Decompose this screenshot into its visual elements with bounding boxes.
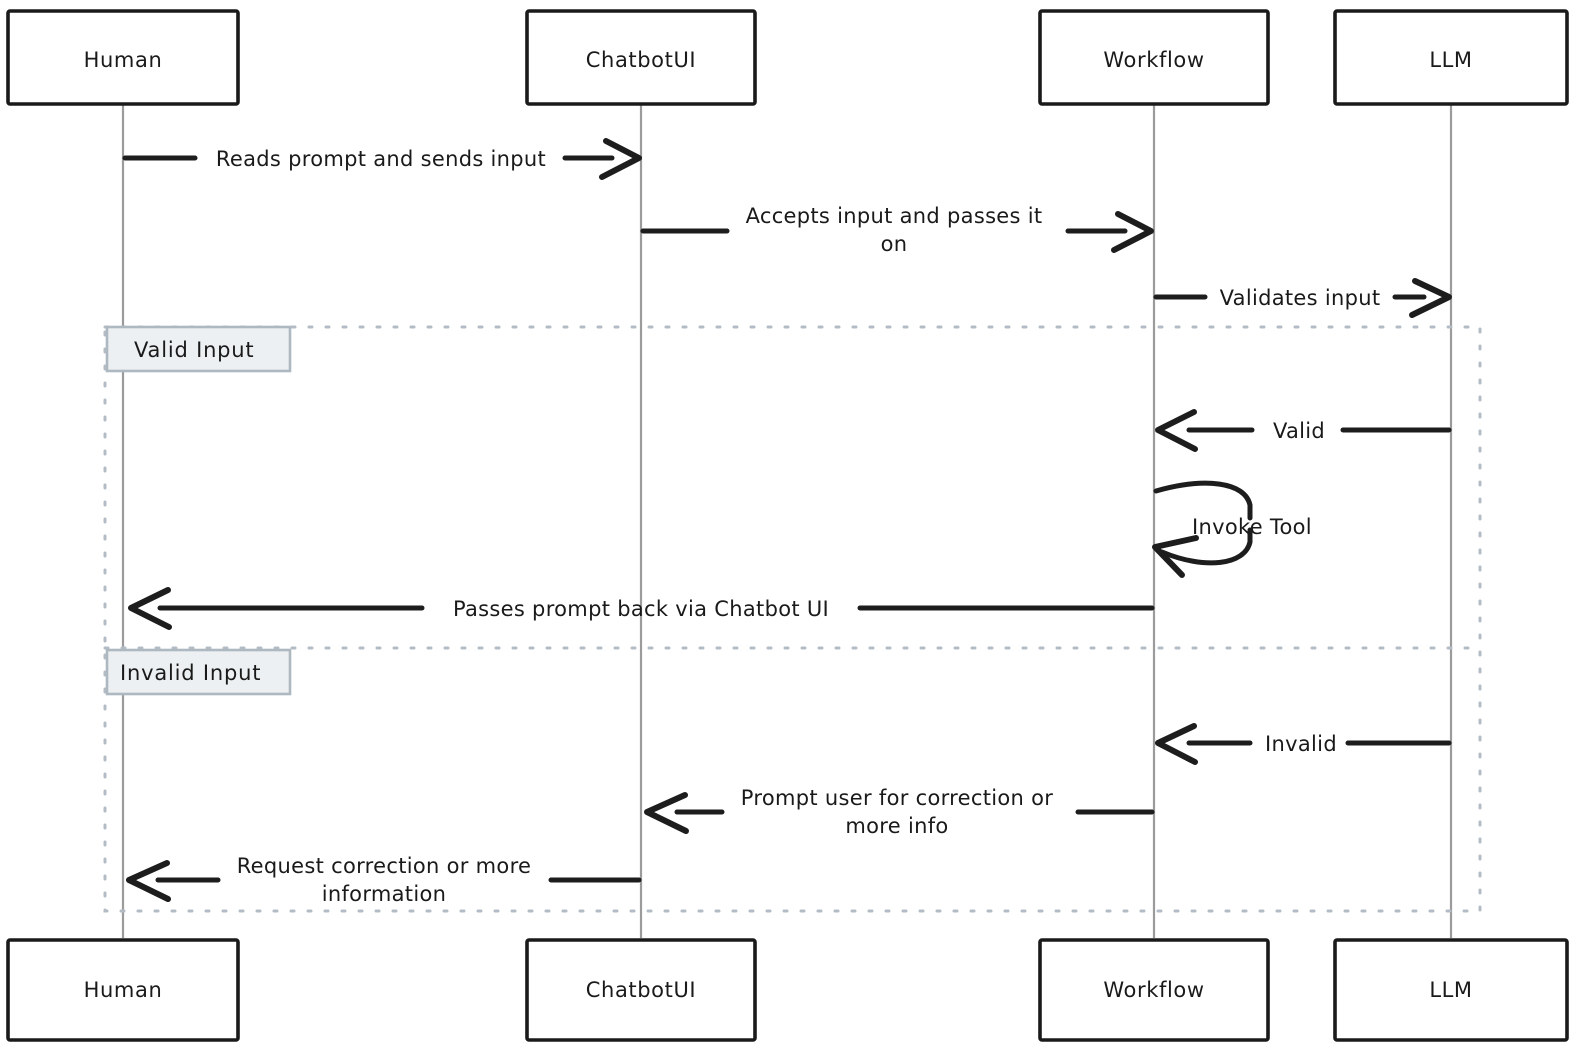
participant-top-chatbotui[interactable]: ChatbotUI bbox=[525, 9, 757, 106]
arrowhead-right-icon bbox=[1409, 278, 1452, 318]
participant-label: Workflow bbox=[1103, 48, 1204, 72]
participant-bottom-human[interactable]: Human bbox=[6, 938, 240, 1042]
message-valid: Valid bbox=[1155, 409, 1452, 452]
participant-box[interactable] bbox=[6, 938, 240, 1042]
message-invalid: Invalid bbox=[1155, 723, 1452, 765]
participant-box[interactable] bbox=[1038, 938, 1270, 1042]
message-reads-prompt-and-sends-input: Reads prompt and sends input bbox=[122, 138, 642, 180]
lifelines-group bbox=[121, 104, 1453, 938]
participant-label: ChatbotUI bbox=[586, 48, 696, 72]
fragment-tag-label: Valid Input bbox=[134, 338, 254, 362]
participant-top-workflow[interactable]: Workflow bbox=[1038, 9, 1270, 106]
participant-label: LLM bbox=[1429, 48, 1472, 72]
arrowhead-right-icon bbox=[599, 138, 642, 180]
arrowhead-right-icon bbox=[1111, 211, 1154, 253]
fragment-tag-label: Invalid Input bbox=[120, 661, 261, 685]
self-loop-lower-path bbox=[1159, 527, 1253, 566]
message-label: Invalid bbox=[1265, 732, 1337, 756]
participant-label: Workflow bbox=[1103, 978, 1204, 1002]
message-label-line2: on bbox=[881, 232, 908, 256]
message-label-line2: more info bbox=[845, 814, 948, 838]
message-label-line1: Accepts input and passes it bbox=[746, 204, 1043, 228]
message-passes-prompt-back-via-chatbot-ui: Passes prompt back via Chatbot UI bbox=[128, 587, 1155, 630]
arrowhead-left-icon bbox=[1155, 723, 1198, 765]
participant-top-human[interactable]: Human bbox=[6, 9, 240, 106]
message-label-line1: Request correction or more bbox=[237, 854, 532, 878]
participant-bottom-chatbotui[interactable]: ChatbotUI bbox=[525, 938, 757, 1042]
arrowhead-left-icon bbox=[644, 792, 689, 834]
message-label: Valid bbox=[1273, 419, 1325, 443]
message-request-correction-or-more-information: Request correction or more information bbox=[126, 854, 642, 906]
participant-box[interactable] bbox=[525, 938, 757, 1042]
message-label: Passes prompt back via Chatbot UI bbox=[453, 597, 829, 621]
participant-top-llm[interactable]: LLM bbox=[1333, 9, 1569, 106]
participant-bottom-workflow[interactable]: Workflow bbox=[1038, 938, 1270, 1042]
message-label: Validates input bbox=[1220, 286, 1381, 310]
self-loop-upper-path bbox=[1153, 480, 1253, 521]
message-accepts-input-and-passes-it-on: Accepts input and passes it on bbox=[640, 204, 1154, 256]
fragment-border bbox=[103, 325, 1482, 913]
participant-label: Human bbox=[84, 48, 163, 72]
participant-bottom-llm[interactable]: LLM bbox=[1333, 938, 1569, 1042]
participant-box[interactable] bbox=[525, 9, 757, 106]
fragment-tag-valid-input: Valid Input bbox=[105, 325, 292, 373]
message-label-line1: Prompt user for correction or bbox=[741, 786, 1053, 810]
message-label: Reads prompt and sends input bbox=[216, 147, 546, 171]
participant-label: ChatbotUI bbox=[586, 978, 696, 1002]
message-invoke-tool: Invoke Tool bbox=[1152, 480, 1312, 578]
fragment-tag-invalid-input: Invalid Input bbox=[105, 648, 292, 696]
participant-label: LLM bbox=[1429, 978, 1472, 1002]
message-label: Invoke Tool bbox=[1192, 515, 1312, 539]
participant-box[interactable] bbox=[1333, 9, 1569, 106]
fragment-alt bbox=[103, 325, 1482, 913]
participant-box[interactable] bbox=[1333, 938, 1569, 1042]
message-prompt-user-for-correction-or-more-info: Prompt user for correction or more info bbox=[644, 786, 1155, 838]
participant-label: Human bbox=[84, 978, 163, 1002]
message-label-line2: information bbox=[322, 882, 447, 906]
arrowhead-left-icon bbox=[1152, 535, 1199, 578]
arrowhead-left-icon bbox=[1155, 409, 1198, 452]
fragment-tag-box bbox=[105, 648, 292, 696]
message-validates-input: Validates input bbox=[1153, 278, 1452, 318]
arrowhead-left-icon bbox=[128, 587, 172, 630]
participant-box[interactable] bbox=[6, 9, 240, 106]
fragment-tag-box bbox=[105, 325, 292, 373]
participant-box[interactable] bbox=[1038, 9, 1270, 106]
arrowhead-left-icon bbox=[126, 860, 171, 902]
